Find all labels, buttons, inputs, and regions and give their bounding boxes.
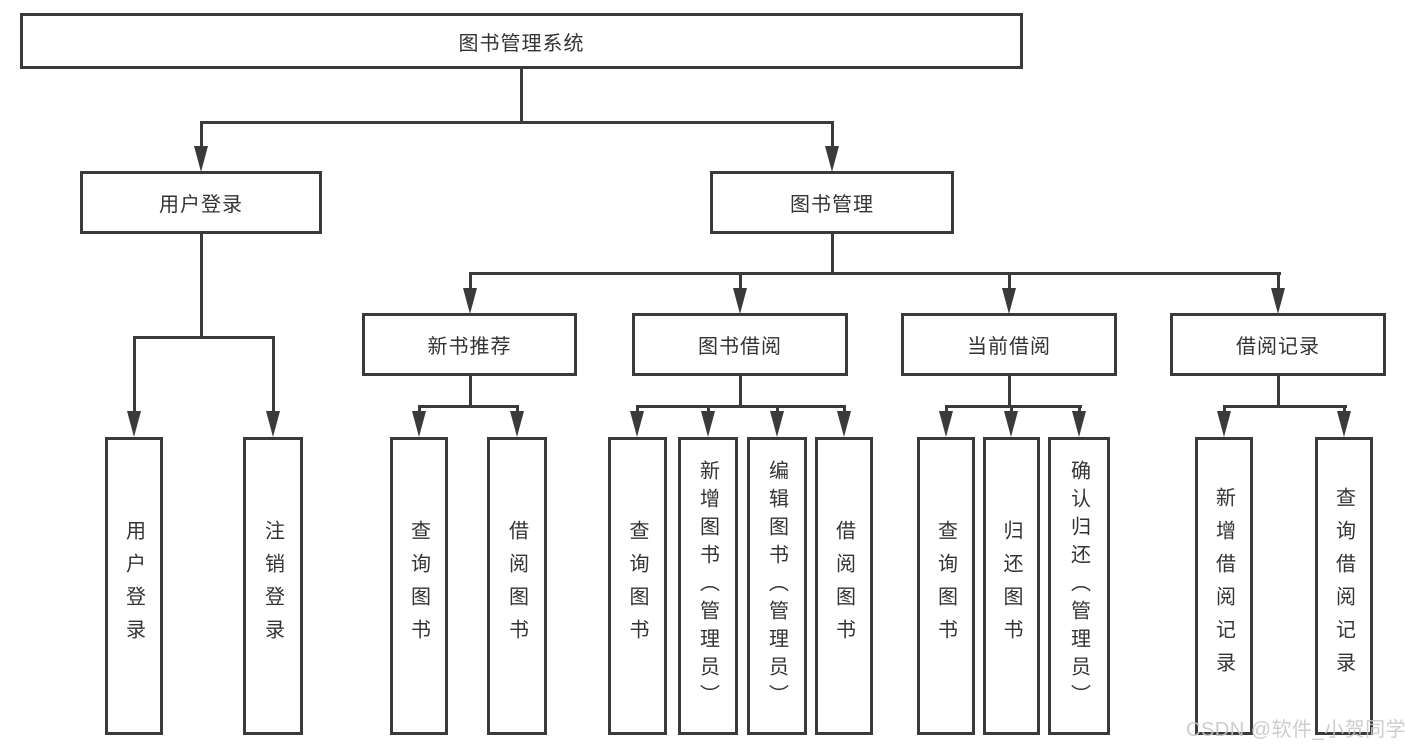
- arrow-down-icon: [1002, 288, 1016, 314]
- arrow-down-icon: [266, 411, 280, 437]
- leaf-bb-edit-books-admin: 编辑图书（管理员）: [747, 437, 807, 735]
- leaf-user-login: 用户登录: [105, 437, 163, 735]
- connector-line: [739, 376, 742, 408]
- node-new-book-recommend: 新书推荐: [362, 313, 577, 376]
- connector-line: [945, 405, 1082, 408]
- connector-line: [707, 405, 710, 415]
- arrow-down-icon: [630, 411, 644, 437]
- arrow-down-icon: [510, 411, 524, 437]
- node-library-system: 图书管理系统: [20, 13, 1023, 69]
- arrow-down-icon: [1004, 411, 1018, 437]
- arrow-down-icon: [733, 288, 747, 314]
- arrow-down-icon: [1072, 411, 1086, 437]
- connector-line: [1010, 405, 1013, 415]
- node-borrow-records: 借阅记录: [1170, 313, 1386, 376]
- leaf-logout: 注销登录: [243, 437, 303, 735]
- arrow-down-icon: [701, 411, 715, 437]
- connector-line: [831, 121, 834, 152]
- leaf-cb-return-books: 归还图书: [983, 437, 1040, 735]
- connector-line: [1008, 376, 1011, 408]
- leaf-bb-query-books: 查询图书: [608, 437, 667, 735]
- arrow-down-icon: [1337, 411, 1351, 437]
- connector-line: [1223, 405, 1347, 408]
- leaf-br-add-record: 新增借阅记录: [1195, 437, 1253, 735]
- node-user-login: 用户登录: [80, 171, 322, 234]
- connector-line: [831, 234, 834, 275]
- arrow-down-icon: [1271, 288, 1285, 314]
- connector-line: [200, 234, 203, 339]
- leaf-bb-borrow-books: 借阅图书: [815, 437, 873, 735]
- connector-line: [133, 336, 136, 416]
- leaf-nb-borrow-books: 借阅图书: [487, 437, 547, 735]
- connector-line: [636, 405, 846, 408]
- arrow-down-icon: [939, 411, 953, 437]
- arrow-down-icon: [194, 146, 208, 172]
- arrow-down-icon: [770, 411, 784, 437]
- arrow-down-icon: [412, 411, 426, 437]
- connector-line: [469, 272, 472, 292]
- leaf-nb-query-books: 查询图书: [390, 437, 448, 735]
- connector-line: [739, 272, 742, 292]
- connector-line: [1343, 405, 1346, 415]
- leaf-br-query-record: 查询借阅记录: [1315, 437, 1373, 735]
- connector-line: [843, 405, 846, 415]
- connector-line: [1223, 405, 1226, 415]
- connector-line: [133, 336, 275, 339]
- leaf-cb-confirm-return-admin: 确认归还（管理员）: [1048, 437, 1110, 735]
- arrow-down-icon: [127, 411, 141, 437]
- connector-line: [1008, 272, 1011, 292]
- node-current-borrow: 当前借阅: [901, 313, 1117, 376]
- arrow-down-icon: [463, 288, 477, 314]
- connector-line: [272, 336, 275, 416]
- node-book-management: 图书管理: [710, 171, 954, 234]
- connector-line: [418, 405, 519, 408]
- leaf-bb-add-books-admin: 新增图书（管理员）: [678, 437, 738, 735]
- connector-line: [1078, 405, 1081, 415]
- node-book-borrow: 图书借阅: [632, 313, 848, 376]
- arrow-down-icon: [825, 146, 839, 172]
- connector-line: [469, 272, 1281, 275]
- connector-line: [636, 405, 639, 415]
- connector-line: [1277, 376, 1280, 408]
- connector-line: [200, 121, 834, 124]
- connector-line: [520, 68, 523, 124]
- connector-line: [1277, 272, 1280, 292]
- leaf-cb-query-books: 查询图书: [917, 437, 975, 735]
- connector-line: [418, 405, 421, 415]
- connector-line: [469, 376, 472, 408]
- arrow-down-icon: [1217, 411, 1231, 437]
- watermark: CSDN @软件_小贺同学: [1186, 719, 1405, 741]
- connector-line: [776, 405, 779, 415]
- connector-line: [516, 405, 519, 415]
- arrow-down-icon: [837, 411, 851, 437]
- connector-line: [945, 405, 948, 415]
- connector-line: [200, 121, 203, 152]
